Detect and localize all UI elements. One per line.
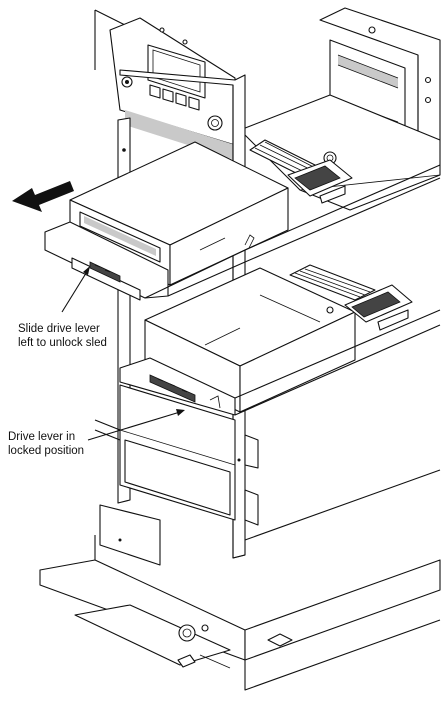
chassis-lock [178,624,196,642]
lower-cable [289,264,413,331]
leader-locked-lever [87,411,181,441]
pull-direction-arrow [12,181,74,212]
status-display [147,44,206,99]
key-lock [207,115,223,131]
callout-slide-line-1: Slide drive lever [18,323,100,335]
callout-slide-lever: Slide drive lever left to unlock sled [18,322,107,350]
lower-drive [144,267,356,413]
lower-drive-lever [149,374,196,403]
lower-sled [119,309,441,416]
chassis-base [39,469,441,691]
callout-locked-line-2: locked position [8,445,85,457]
callout-slide-line-2: left to unlock sled [18,337,107,349]
upper-cable [249,139,353,204]
callout-locked-lever: Drive lever in locked position [8,430,84,458]
leader-slide-lever [61,269,89,313]
bottom-bay [94,384,236,566]
callout-locked-line-1: Drive lever in [8,431,76,443]
